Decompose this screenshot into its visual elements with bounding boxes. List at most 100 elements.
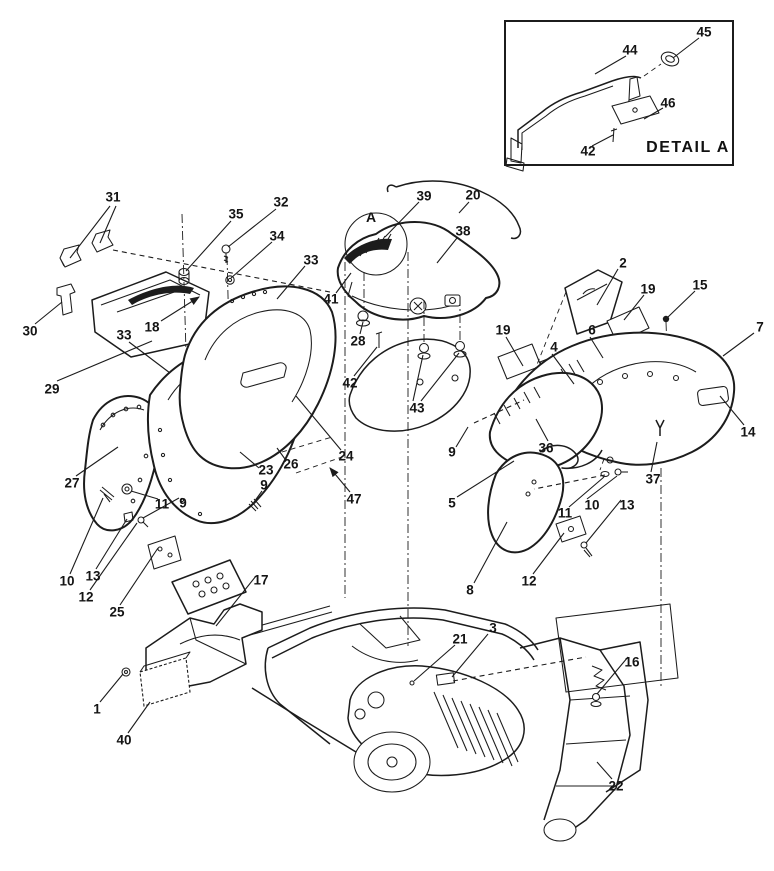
leader-lines-layer — [34, 37, 755, 780]
callout-4: 4 — [550, 340, 558, 355]
callout-14: 14 — [740, 425, 756, 440]
leader-to-part-11 — [533, 474, 606, 490]
callout-12: 12 — [78, 590, 93, 605]
frame-down-tube — [264, 647, 331, 745]
callout-42: 42 — [580, 144, 595, 159]
leader-to-part-45 — [672, 37, 700, 59]
callout-18: 18 — [144, 320, 160, 335]
tank-cover-part — [348, 338, 471, 432]
seat-vent-b-hole — [448, 296, 457, 305]
callout-9: 9 — [179, 496, 187, 511]
washer-1-hole — [123, 669, 129, 675]
bracket-part-30 — [56, 283, 76, 316]
callout-25: 25 — [109, 605, 125, 620]
cotter-pin-part — [610, 127, 618, 143]
callout-30: 30 — [22, 324, 37, 339]
leader-to-part-8 — [473, 521, 508, 584]
callout-39: 39 — [416, 189, 431, 204]
leader-to-part-22 — [596, 761, 613, 780]
leader-to-part-11 — [130, 490, 159, 500]
engine-crankcase — [353, 731, 431, 793]
callout-27: 27 — [64, 476, 79, 491]
leader-to-part-11 — [568, 476, 605, 508]
bolt-part-16 — [590, 692, 602, 708]
callout-9: 9 — [448, 445, 456, 460]
mount-plate-part — [611, 95, 660, 125]
callout-8: 8 — [466, 583, 474, 598]
pin-part-42 — [375, 331, 383, 348]
leader-to-part-5 — [456, 460, 515, 498]
callout-24: 24 — [338, 449, 354, 464]
shock-spring — [591, 665, 607, 691]
bolt-part-9-left — [137, 516, 149, 528]
panel-29-shade — [128, 285, 194, 305]
leader-to-part-32 — [227, 208, 277, 248]
callout-12: 12 — [521, 574, 536, 589]
leader-to-part-37 — [650, 441, 658, 473]
leader-to-part-29 — [56, 340, 153, 382]
leader-to-part-35 — [185, 220, 232, 272]
leader-to-part-33 — [276, 265, 306, 300]
callout-35: 35 — [228, 207, 244, 222]
detail-a-circle — [344, 212, 408, 276]
leader-to-part-39 — [384, 201, 420, 238]
detail-a-marker: A — [366, 209, 376, 225]
frame-engine-group — [251, 468, 679, 842]
leader-to-part-42 — [591, 134, 614, 147]
leader-to-part-3 — [452, 656, 587, 682]
leader-to-part-43 — [420, 352, 460, 402]
callout-23: 23 — [258, 463, 274, 478]
mud-flap-part-8 — [487, 451, 565, 554]
support-rod-inner-line — [521, 85, 614, 150]
leader-to-part-4 — [551, 353, 575, 385]
grommet-11-right — [600, 470, 610, 478]
callout-13: 13 — [85, 569, 101, 584]
leader-to-part-40 — [127, 701, 151, 734]
battery-box-part-40 — [139, 651, 191, 707]
callout-46: 46 — [660, 96, 676, 111]
callout-44: 44 — [622, 43, 638, 58]
callout-1: 1 — [93, 702, 101, 717]
trim-dash-47 — [295, 456, 343, 474]
seat-latch-hatching — [347, 233, 392, 263]
callout-42: 42 — [342, 376, 357, 391]
bolt-part-43a — [417, 342, 431, 360]
strap-part-20 — [386, 180, 522, 240]
callout-40: 40 — [116, 733, 131, 748]
leader-to-part-24 — [295, 395, 342, 451]
callout-29: 29 — [44, 382, 59, 397]
leader-to-part-38 — [436, 237, 458, 264]
clip-part-31b — [91, 229, 114, 253]
seat-base-line — [351, 295, 451, 311]
callout-13: 13 — [619, 498, 635, 513]
front-rack-slot — [240, 362, 287, 388]
leader-to-part-25 — [119, 547, 159, 606]
engine-carb-small — [354, 708, 366, 720]
callout-20: 20 — [465, 188, 480, 203]
callout-16: 16 — [624, 655, 640, 670]
support-rod-part — [517, 75, 642, 148]
frame-upper-rail — [267, 607, 539, 651]
leader-to-part-44 — [594, 55, 627, 75]
callout-21: 21 — [452, 632, 468, 647]
seat-vent-a-cross — [413, 301, 423, 311]
leader-to-part-33 — [128, 341, 171, 374]
leader-to-part-17 — [215, 575, 257, 627]
callout-37: 37 — [645, 472, 660, 487]
callout-28: 28 — [350, 334, 366, 349]
leader-to-part-42 — [353, 346, 378, 377]
leader-to-part-6 — [589, 336, 604, 359]
rear-frame-loop — [543, 818, 577, 842]
mud-flap-hole-a — [525, 491, 531, 497]
mud-flap-hole-b — [531, 479, 537, 485]
leader-to-part-21 — [413, 644, 456, 682]
front-rack-dots — [229, 289, 268, 304]
engine-crankcase-hub — [386, 756, 398, 768]
callout-15: 15 — [692, 278, 708, 293]
leader-to-part-13 — [585, 499, 622, 544]
callout-10: 10 — [584, 498, 599, 513]
leader-to-part-47 — [329, 467, 351, 493]
callout-11: 11 — [558, 506, 573, 521]
